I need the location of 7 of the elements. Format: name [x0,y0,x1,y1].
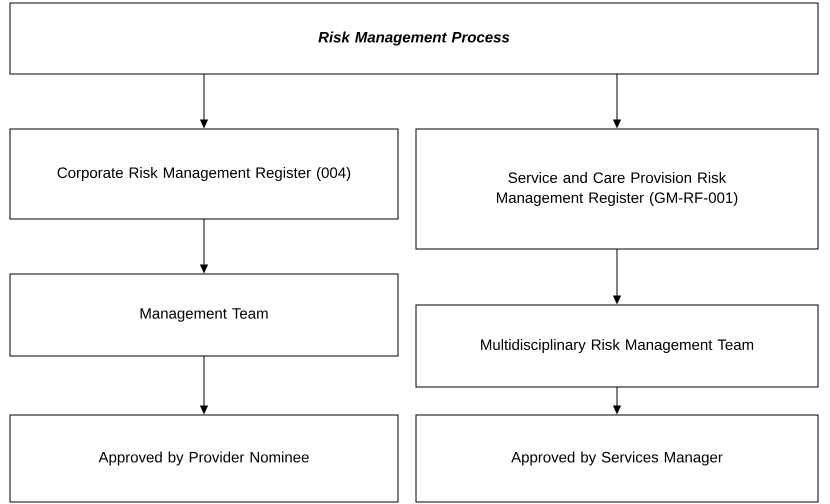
process-box: Corporate Risk Management Register (004) [10,128,398,220]
title-box: Risk Management Process [10,2,818,74]
process-box: Multidisciplinary Risk Management Team [416,304,818,388]
process-box: Approved by Provider Nominee [10,414,398,502]
process-box: Service and Care Provision Risk Management Register (GM-RF-001) [416,128,818,250]
process-box: Approved by Services Manager [416,414,818,502]
process-box: Management Team [10,274,398,356]
